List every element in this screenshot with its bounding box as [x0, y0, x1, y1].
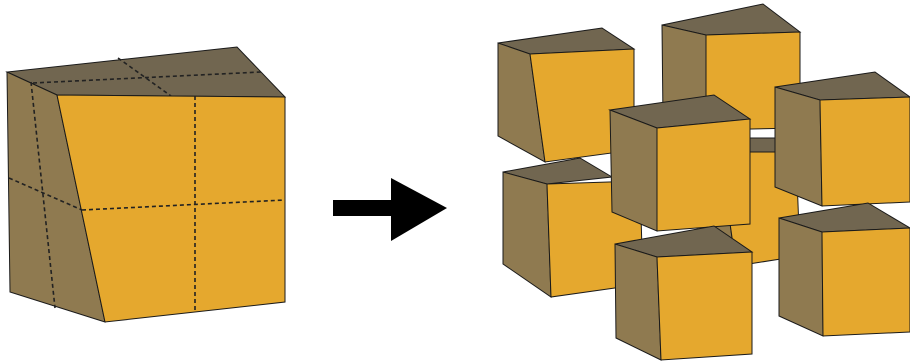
cube-side-face — [614, 243, 662, 361]
cut-line-top-b — [117, 57, 172, 97]
cut-line-top-a — [32, 71, 262, 84]
right-arrow-icon — [333, 178, 447, 241]
source-cube — [5, 46, 287, 323]
small-cube-back-right — [774, 71, 910, 207]
source-cube-cut-lines — [8, 57, 286, 312]
cube-front-face — [819, 96, 910, 207]
source-cube-front-face — [56, 94, 286, 323]
cube-side-face — [774, 86, 823, 207]
exploded-cubes — [497, 3, 910, 361]
cube-side-face — [502, 171, 552, 298]
cube-side-face — [609, 109, 658, 232]
source-cube-top-face — [5, 46, 287, 98]
cut-line-side-horizontal — [8, 177, 83, 211]
small-cube-front-bottom — [614, 225, 754, 361]
cube-front-face — [656, 118, 751, 232]
cube-side-face — [778, 217, 824, 337]
small-cube-back-left — [497, 27, 636, 163]
cut-line-front-horizontal — [81, 199, 286, 211]
cube-front-face — [821, 227, 910, 337]
small-cube-front-center — [608, 94, 752, 232]
cube-front-face — [656, 251, 753, 361]
small-cube-lower-right — [778, 202, 910, 337]
cut-line-side-vertical — [30, 81, 56, 309]
